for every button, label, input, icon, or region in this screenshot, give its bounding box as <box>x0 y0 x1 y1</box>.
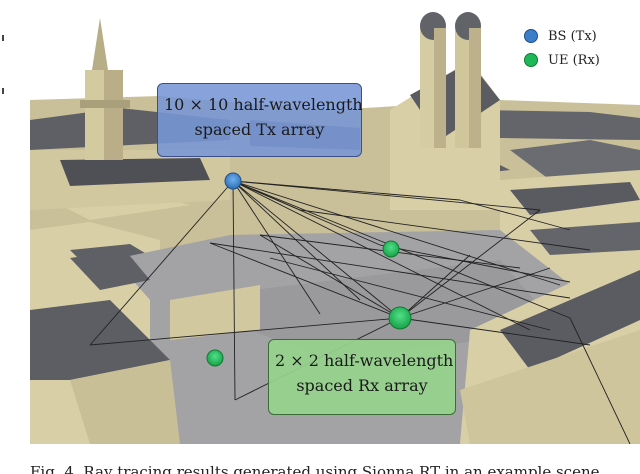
legend-item-bs: BS (Tx) <box>524 24 600 48</box>
margin-mark <box>2 88 4 94</box>
roof <box>30 300 170 380</box>
tower-ledge <box>80 100 130 108</box>
legend-label-bs: BS (Tx) <box>548 28 597 44</box>
scene-render <box>30 0 640 445</box>
figure-caption: Fig. 4. Ray tracing results generated us… <box>30 463 600 474</box>
rx-annotation-line-2: spaced Rx array <box>296 376 428 395</box>
bs-marker <box>224 172 242 190</box>
rx-annotation-line-1: 2 × 2 half-wavelength <box>275 351 454 370</box>
legend-item-ue: UE (Rx) <box>524 48 600 72</box>
roof <box>500 270 640 370</box>
tower-shade <box>104 70 123 160</box>
tx-array-annotation: 10 × 10 half-wavelength spaced Tx array <box>157 83 363 157</box>
margin-mark <box>2 35 4 41</box>
rx-array-annotation: 2 × 2 half-wavelength spaced Rx array <box>268 339 456 415</box>
roof <box>480 110 640 140</box>
roof <box>530 222 640 255</box>
roof <box>510 182 640 215</box>
plaza-shade <box>170 260 560 360</box>
roof <box>60 158 210 186</box>
legend-label-ue: UE (Rx) <box>548 52 600 68</box>
building <box>170 285 260 340</box>
tx-annotation-line-2: spaced Tx array <box>194 120 325 139</box>
ue-marker-rx-array <box>388 306 412 330</box>
tower-shade <box>469 28 481 148</box>
building-face <box>70 360 180 444</box>
ue-legend-dot <box>524 53 538 67</box>
spire <box>92 18 108 70</box>
legend: BS (Tx) UE (Rx) <box>524 24 600 72</box>
tx-annotation-line-1: 10 × 10 half-wavelength <box>164 95 363 114</box>
bs-legend-dot <box>524 29 538 43</box>
ray-paths <box>89 180 631 445</box>
roof <box>510 140 640 180</box>
ue-marker <box>382 240 400 258</box>
ue-marker <box>206 349 224 367</box>
roof <box>70 250 150 290</box>
tower-shade <box>434 28 446 148</box>
building-face <box>460 330 640 444</box>
ray-tracing-scene <box>30 0 640 445</box>
